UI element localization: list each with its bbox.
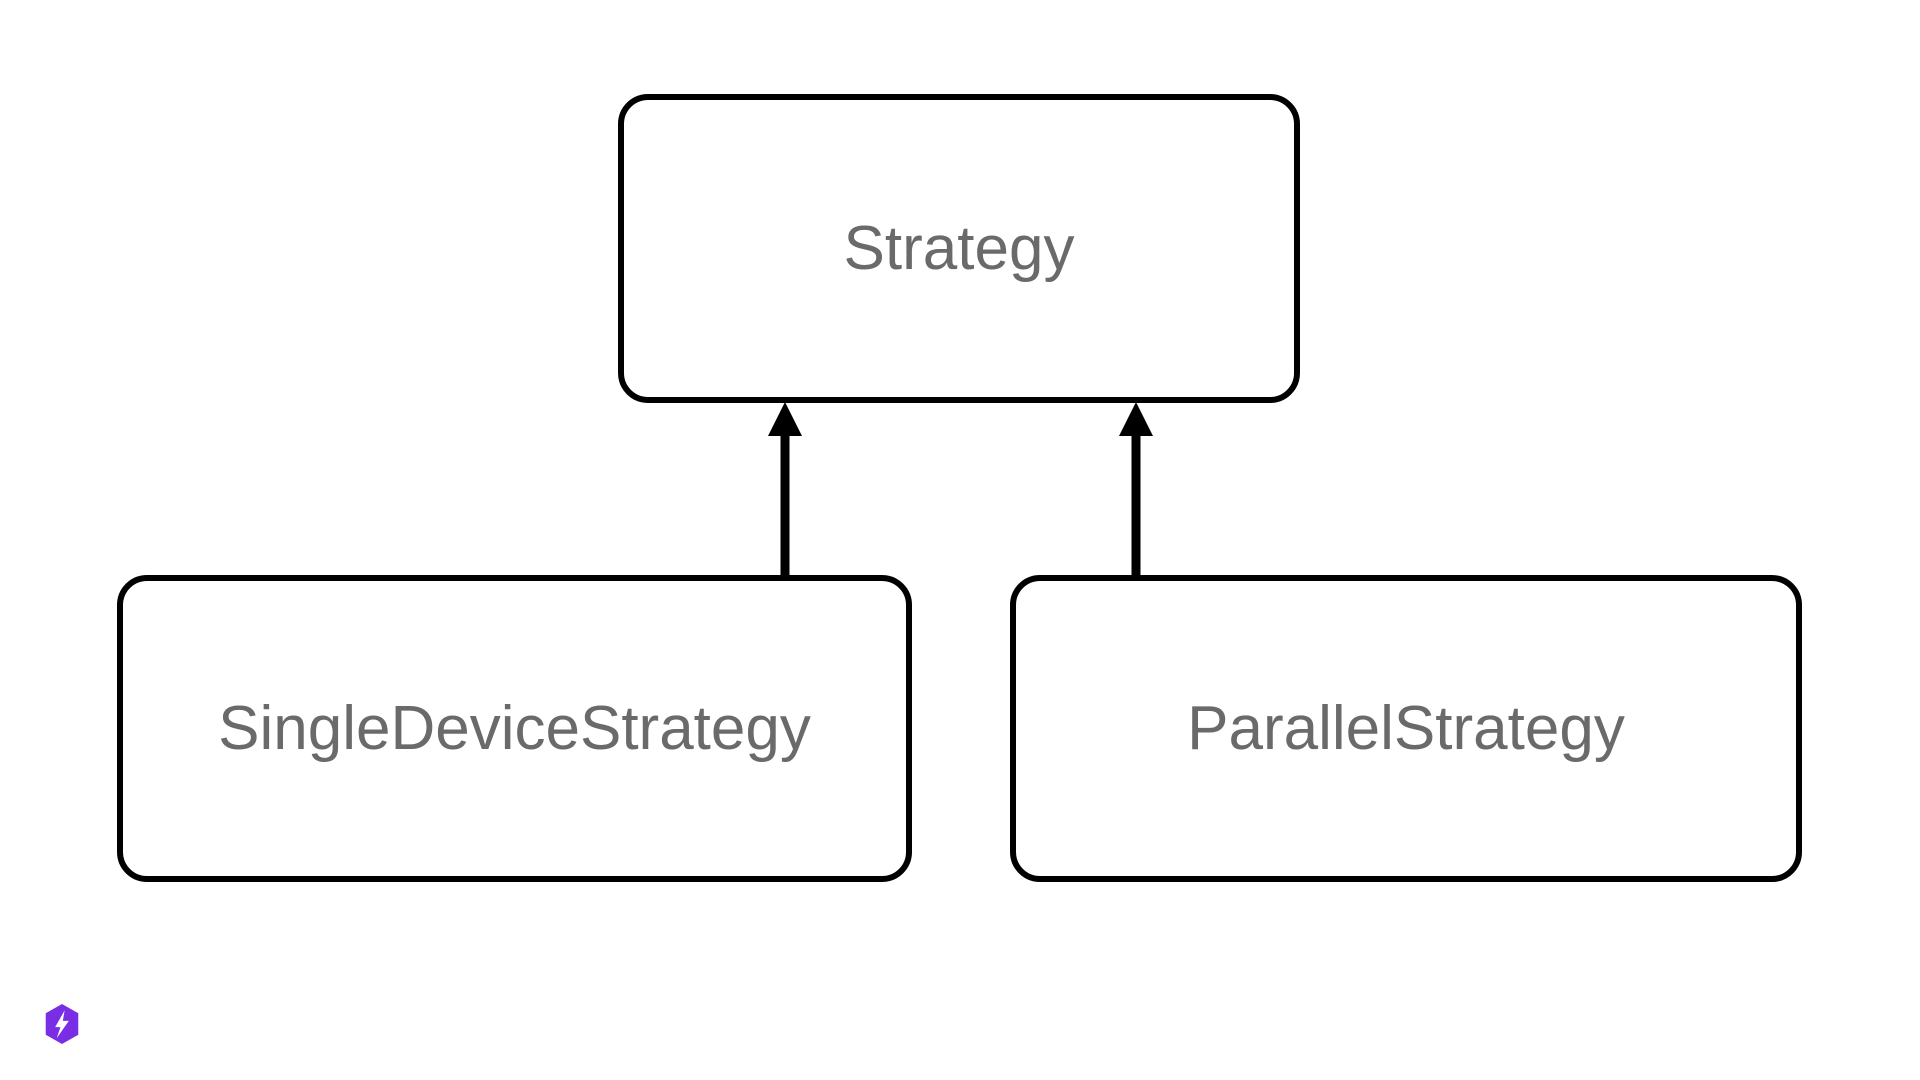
node-single-device-strategy: SingleDeviceStrategy [117,575,912,882]
arrow-head-icon [1119,402,1153,436]
node-strategy-label: Strategy [843,214,1075,283]
inheritance-arrow-parallel-to-strategy [1119,402,1153,577]
node-strategy: Strategy [618,94,1300,403]
node-parallel-strategy: ParallelStrategy [1010,575,1802,882]
lightning-bolt-glyph [55,1010,69,1039]
lightning-logo-icon [45,1004,79,1044]
arrow-head-icon [768,402,802,436]
inheritance-arrow-single-device-to-strategy [768,402,802,577]
node-parallel-strategy-label: ParallelStrategy [1187,694,1625,763]
node-single-device-strategy-label: SingleDeviceStrategy [218,694,811,763]
